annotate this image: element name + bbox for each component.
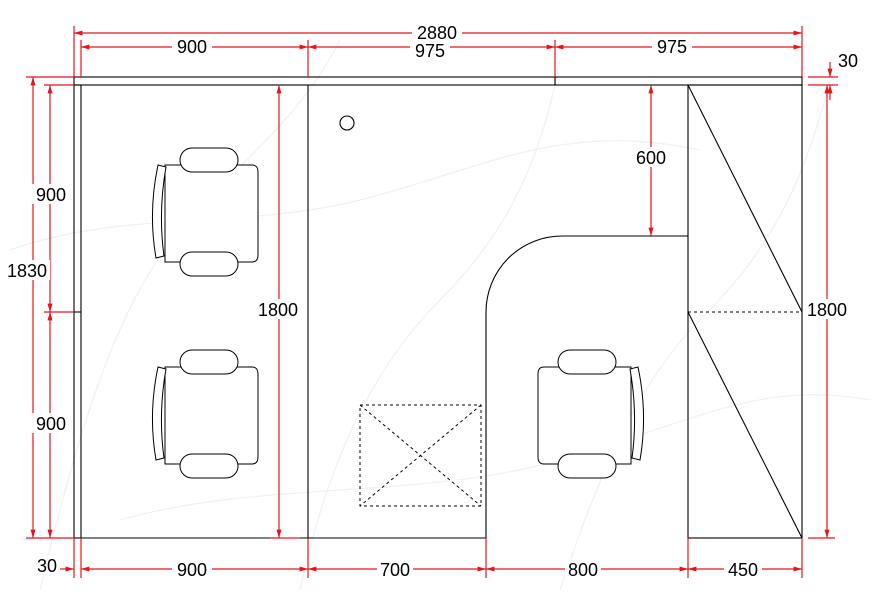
- dim-inner-left-height: 1800: [258, 300, 298, 320]
- dim-top-edge: 30: [838, 51, 858, 71]
- dim-bottom-mid-left: 700: [380, 560, 410, 580]
- plan-outline: [73, 76, 803, 539]
- chair-right: [537, 349, 645, 479]
- dim-bottom-edge: 30: [37, 556, 57, 576]
- dim-left-upper: 900: [36, 185, 66, 205]
- dim-left-total: 1830: [7, 261, 47, 281]
- chair-left-top: [151, 147, 259, 277]
- dim-return-depth: 600: [636, 148, 666, 168]
- background-watermark: [9, 39, 871, 591]
- dim-bottom-mid-right: 800: [568, 560, 598, 580]
- dim-top-mid: 975: [415, 41, 445, 61]
- dim-right-height: 1800: [807, 300, 847, 320]
- dim-top-right: 975: [657, 37, 687, 57]
- dim-bottom-right: 450: [728, 560, 758, 580]
- dim-left-lower: 900: [36, 414, 66, 434]
- dim-top-total: 2880: [417, 23, 457, 43]
- dimension-lines: [26, 26, 838, 578]
- dim-top-left: 900: [177, 37, 207, 57]
- dim-bottom-left: 900: [177, 560, 207, 580]
- chair-left-bottom: [151, 349, 259, 479]
- dimension-labels: 2880 900 975 975 30 1830 900 900 1800 60…: [4, 22, 858, 580]
